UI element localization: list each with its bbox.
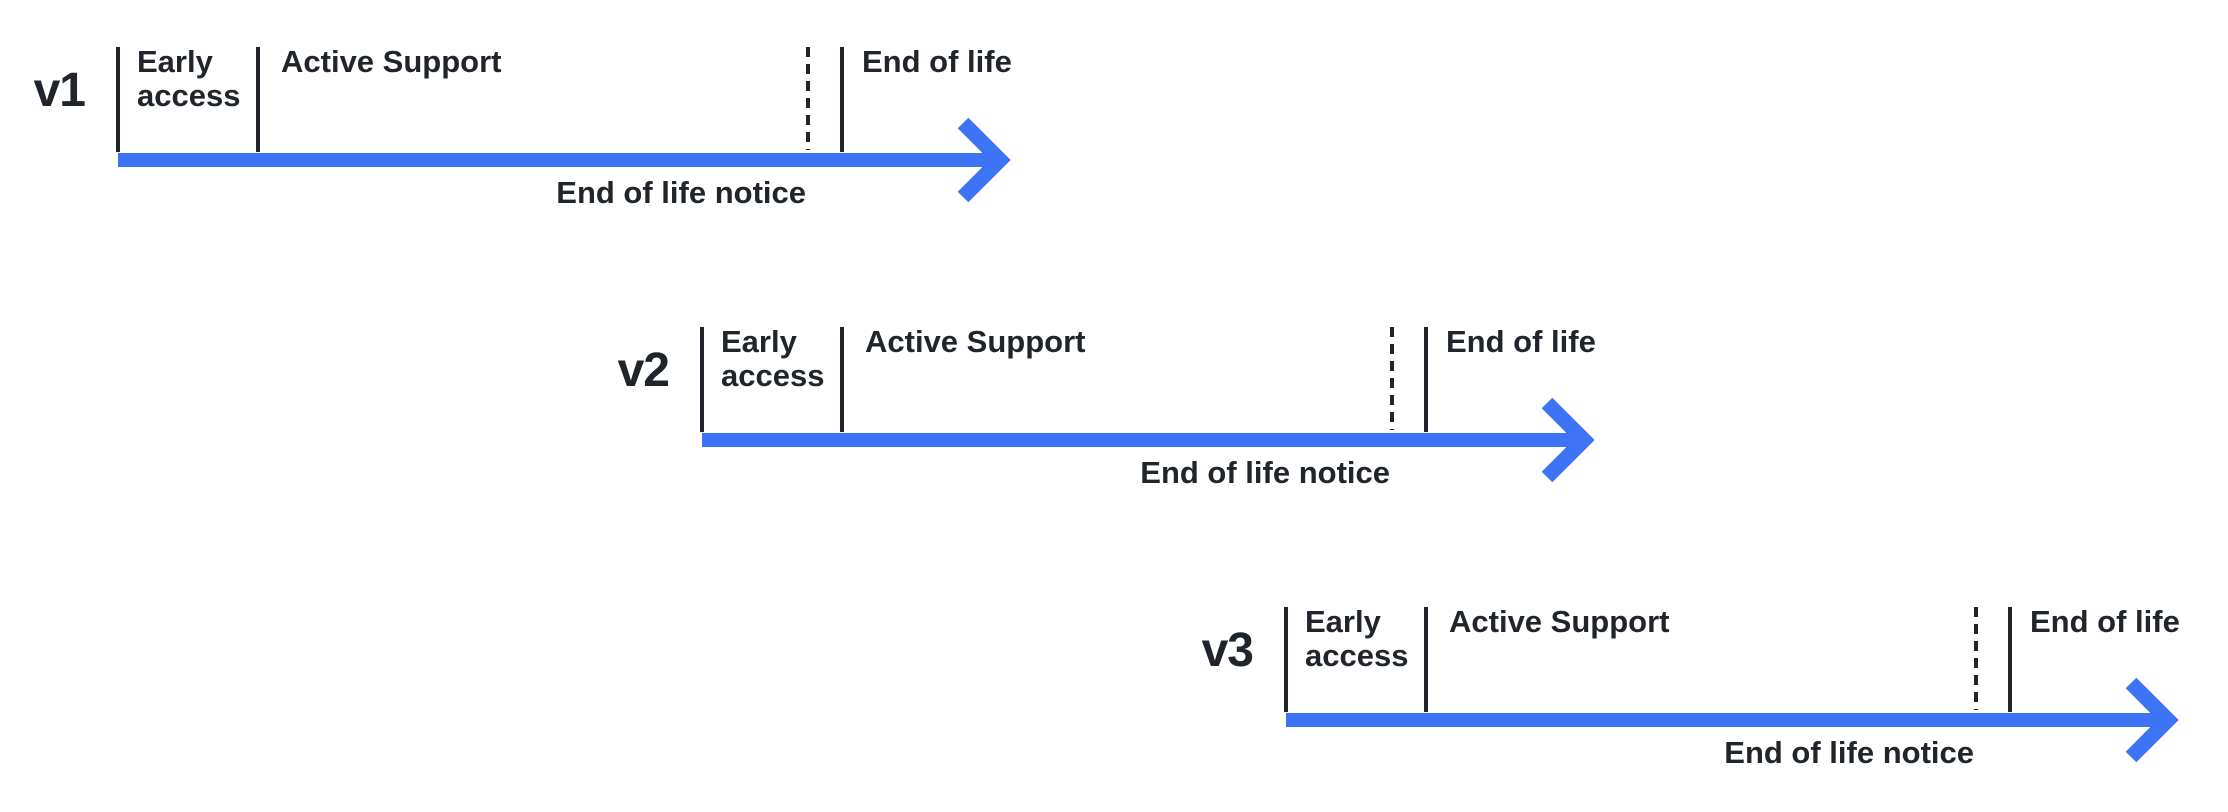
timeline-start-tick xyxy=(116,47,120,152)
end-of-life-label: End of life xyxy=(1446,324,1596,359)
end-of-life-label: End of life xyxy=(862,44,1012,79)
early-access-end-tick xyxy=(840,327,844,432)
early-access-label: Early access xyxy=(137,44,241,113)
end-of-life-tick xyxy=(840,47,844,152)
eol-notice-dashed-line xyxy=(1974,607,1978,710)
end-of-life-notice-label: End of life notice xyxy=(1140,455,1390,490)
end-of-life-notice-label: End of life notice xyxy=(556,175,806,210)
early-access-label: Early access xyxy=(721,324,825,393)
timeline-row-v3: v3 Early access Active Support End of li… xyxy=(1168,560,2208,800)
end-of-life-tick xyxy=(2008,607,2012,712)
eol-notice-dashed-line xyxy=(806,47,810,150)
version-label: v2 xyxy=(617,344,670,397)
early-access-end-tick xyxy=(256,47,260,152)
timeline-row-v1: v1 Early access Active Support End of li… xyxy=(0,0,1040,240)
timeline-arrow-right-icon xyxy=(118,117,1011,203)
version-label: v1 xyxy=(33,64,86,117)
early-access-end-tick xyxy=(1424,607,1428,712)
active-support-label: Active Support xyxy=(865,324,1086,359)
end-of-life-label: End of life xyxy=(2030,604,2180,639)
timeline-row-v2: v2 Early access Active Support End of li… xyxy=(584,280,1624,520)
timeline-start-tick xyxy=(700,327,704,432)
end-of-life-tick xyxy=(1424,327,1428,432)
end-of-life-notice-label: End of life notice xyxy=(1724,735,1974,770)
timeline-start-tick xyxy=(1284,607,1288,712)
active-support-label: Active Support xyxy=(281,44,502,79)
timeline-arrow-right-icon xyxy=(702,397,1595,483)
version-label: v3 xyxy=(1201,624,1254,677)
active-support-label: Active Support xyxy=(1449,604,1670,639)
early-access-label: Early access xyxy=(1305,604,1409,673)
timeline-arrow-right-icon xyxy=(1286,677,2179,763)
eol-notice-dashed-line xyxy=(1390,327,1394,430)
